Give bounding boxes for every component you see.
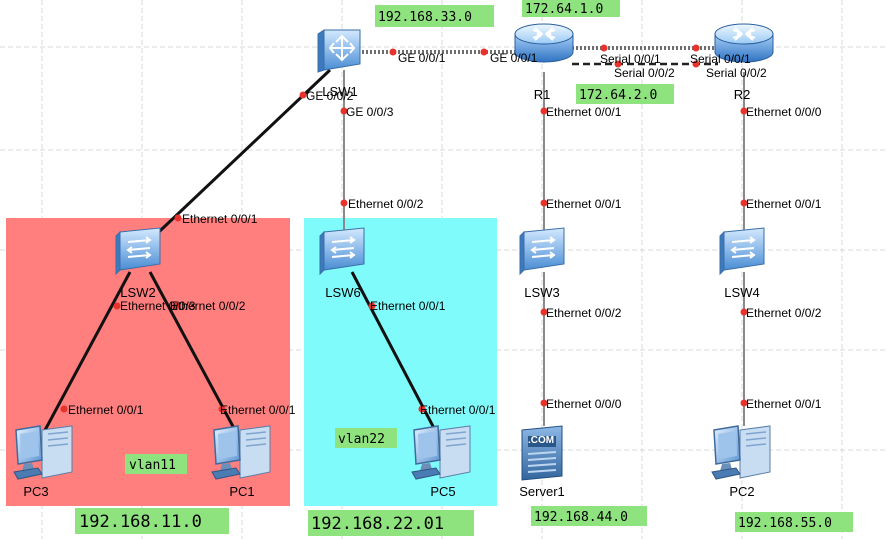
port-label: Ethernet 0/0/0 — [746, 105, 822, 119]
server-server1[interactable]: .COM — [521, 425, 563, 481]
device-label-server1: Server1 — [519, 484, 565, 499]
link-lsw6-pc5[interactable] — [350, 271, 438, 433]
device-label-pc3: PC3 — [23, 484, 48, 499]
device-label-pc5: PC5 — [430, 484, 455, 499]
device-label-lsw1: LSW1 — [322, 84, 357, 99]
port-label: Ethernet 0/0/1 — [68, 403, 144, 417]
vlan-label: vlan22 — [338, 432, 385, 447]
server-badge: .COM — [528, 435, 554, 446]
network-label: 192.168.55.0 — [738, 516, 832, 531]
device-label-pc1: PC1 — [229, 484, 254, 499]
port-label: Ethernet 0/0/1 — [546, 105, 622, 119]
pc-pc1[interactable] — [211, 425, 271, 480]
network-labels: 192.168.33.0 172.64.1.0 172.64.2.0 192.1… — [75, 0, 853, 536]
pc-icon — [211, 425, 271, 480]
network-label: 192.168.44.0 — [534, 510, 628, 525]
layer3-switch-icon — [317, 29, 361, 73]
port-label: Ethernet 0/0/2 — [546, 306, 622, 320]
port-label: Ethernet 0/0/3 — [120, 299, 196, 313]
switch-lsw4[interactable] — [719, 227, 765, 275]
port-label: Serial 0/0/2 — [706, 66, 767, 80]
port-label: Ethernet 0/0/1 — [220, 403, 296, 417]
switch-icon — [519, 227, 565, 275]
vlan-label: vlan11 — [129, 458, 176, 473]
core-switch-lsw1[interactable] — [317, 29, 361, 73]
port-label: Ethernet 0/0/0 — [546, 397, 622, 411]
port-labels: GE 0/0/1 GE 0/0/1 Serial 0/0/1 Serial 0/… — [68, 51, 822, 417]
link-lsw2-pc3[interactable] — [42, 271, 132, 433]
network-label: 172.64.2.0 — [579, 88, 657, 103]
port-label: Serial 0/0/1 — [600, 52, 661, 66]
port-label: Ethernet 0/0/2 — [348, 197, 424, 211]
device-label-r1: R1 — [534, 87, 551, 102]
device-label-lsw2: LSW2 — [120, 285, 155, 300]
port-label: Ethernet 0/0/1 — [370, 299, 446, 313]
pc-pc3[interactable] — [13, 425, 73, 480]
port-label: GE 0/0/2 — [306, 89, 354, 103]
network-label: 192.168.11.0 — [79, 512, 202, 532]
port-label: Ethernet 0/0/1 — [746, 397, 822, 411]
pc-icon — [13, 425, 73, 480]
port-label: Serial 0/0/1 — [690, 52, 751, 66]
port-label: Ethernet 0/0/1 — [182, 212, 258, 226]
port-dots — [60, 44, 748, 413]
network-label: 192.168.33.0 — [378, 10, 472, 25]
port-label: GE 0/0/1 — [398, 51, 446, 65]
link-lsw2-pc1[interactable] — [148, 271, 238, 433]
port-label: Ethernet 0/0/1 — [746, 197, 822, 211]
pc-icon — [411, 425, 471, 480]
device-label-pc2: PC2 — [729, 484, 754, 499]
switch-lsw3[interactable] — [519, 227, 565, 275]
device-labels: LSW1 R1 R2 LSW2 LSW6 LSW3 LSW4 PC3 PC1 P… — [23, 84, 759, 499]
port-label: Ethernet 0/0/2 — [746, 306, 822, 320]
port-label: Ethernet 0/0/2 — [170, 299, 246, 313]
network-label: 192.168.22.01 — [311, 514, 444, 534]
port-label: Serial 0/0/2 — [614, 66, 675, 80]
device-label-lsw6: LSW6 — [325, 285, 360, 300]
switch-icon — [719, 227, 765, 275]
port-label: Ethernet 0/0/1 — [420, 403, 496, 417]
device-label-r2: R2 — [734, 87, 751, 102]
pc-pc5[interactable] — [411, 425, 471, 480]
port-label: GE 0/0/3 — [346, 105, 394, 119]
port-label: GE 0/0/1 — [490, 51, 538, 65]
port-label: Ethernet 0/0/1 — [546, 197, 622, 211]
device-label-lsw4: LSW4 — [724, 285, 759, 300]
network-label: 172.64.1.0 — [525, 2, 603, 17]
device-label-lsw3: LSW3 — [524, 285, 559, 300]
pc-pc2[interactable] — [711, 425, 771, 480]
pc-icon — [711, 425, 771, 480]
